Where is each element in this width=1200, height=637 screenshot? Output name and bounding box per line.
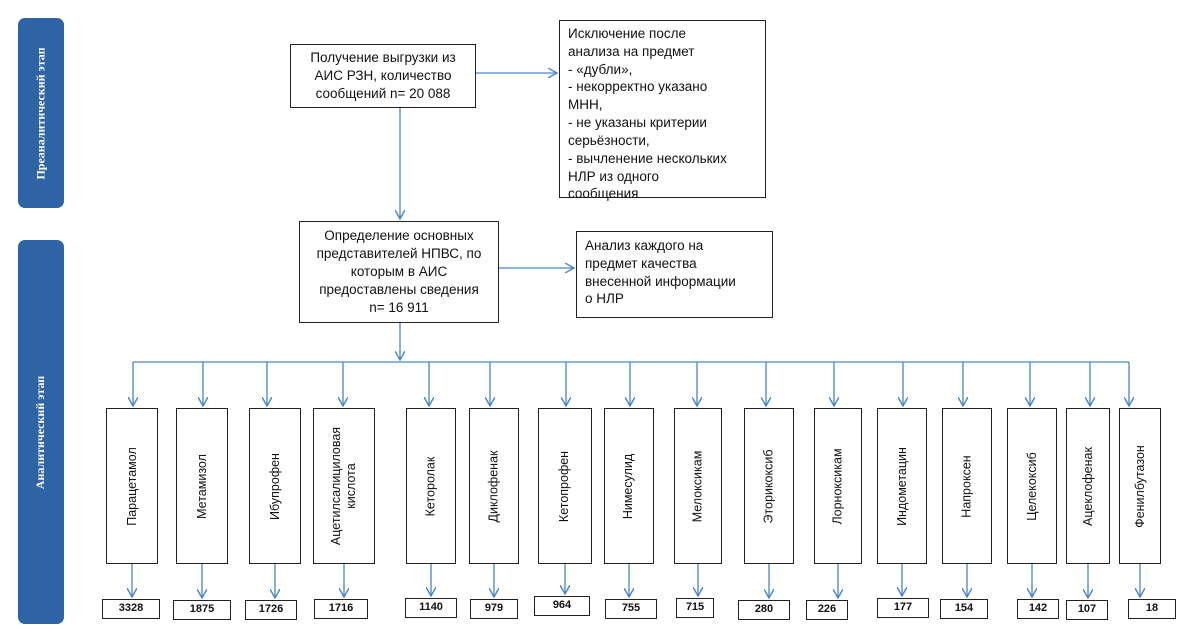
box-analysis: Анализ каждого на предмет качества внесе… xyxy=(576,231,773,318)
drug-box: Индометацин xyxy=(877,408,927,564)
drug-box: Кетопрофен xyxy=(538,408,592,564)
drug-name: Кетопрофен xyxy=(557,450,572,522)
drug-name: Мелоксикам xyxy=(690,450,705,522)
drug-name: Метамизол xyxy=(194,453,209,519)
drug-name: Фенилбутазон xyxy=(1132,444,1147,528)
drug-count: 142 xyxy=(1017,599,1059,619)
drug-box: Эторикоксиб xyxy=(744,408,794,564)
drug-count: 1875 xyxy=(173,600,231,620)
drug-box: Ацеклофенак xyxy=(1066,408,1110,564)
stage-analytic: Аналитический этап xyxy=(18,240,64,624)
drug-count: 1726 xyxy=(245,600,297,620)
box-export: Получение выгрузки из АИС РЗН, количеств… xyxy=(290,44,476,108)
drug-box: Напроксен xyxy=(942,408,992,564)
drug-name: Диклофенак xyxy=(486,449,501,523)
drug-count: 226 xyxy=(806,600,848,620)
stage-analytic-label: Аналитический этап xyxy=(33,375,48,489)
drug-count: 1716 xyxy=(314,599,368,619)
drug-box: Диклофенак xyxy=(469,408,519,564)
drug-count: 177 xyxy=(877,598,929,618)
drug-count: 755 xyxy=(605,599,657,619)
drug-count: 1140 xyxy=(405,598,457,618)
stage-preanalytic: Преаналитический этап xyxy=(18,18,64,208)
drug-box: Нимесулид xyxy=(604,408,654,564)
drug-name: Нимесулид xyxy=(621,453,636,519)
drug-box: Фенилбутазон xyxy=(1119,408,1161,564)
drug-box: Метамизол xyxy=(176,408,228,564)
drug-box: Парацетамол xyxy=(106,408,158,564)
drug-count: 979 xyxy=(470,599,518,619)
drug-box: Лорноксикам xyxy=(814,408,862,564)
box-nsaids: Определение основных представителей НПВС… xyxy=(299,221,499,323)
stage-preanalytic-label: Преаналитический этап xyxy=(33,46,48,180)
drug-name: Ацеклофенак xyxy=(1080,446,1095,526)
drug-name: Напроксен xyxy=(959,454,974,518)
drug-count: 154 xyxy=(940,599,988,619)
drug-box: Кеторолак xyxy=(406,408,456,564)
drug-name: Лорноксикам xyxy=(830,447,845,525)
drug-name: Целекоксиб xyxy=(1024,451,1039,521)
drug-box: Ацетилсалициловая кислота xyxy=(313,408,375,564)
drug-box: Ибупрофен xyxy=(249,408,301,564)
drug-count: 280 xyxy=(738,600,790,620)
drug-name: Ибупрофен xyxy=(267,452,282,520)
drug-name: Ацетилсалициловая кислота xyxy=(329,426,358,546)
drug-count: 964 xyxy=(534,596,590,616)
drug-count: 715 xyxy=(676,598,714,618)
drug-name: Индометацин xyxy=(894,446,909,526)
drug-count: 107 xyxy=(1066,600,1108,620)
drug-count: 18 xyxy=(1128,599,1176,619)
box-exclusion: Исключение после анализа на предмет - «д… xyxy=(559,20,766,201)
drug-box: Целекоксиб xyxy=(1007,408,1057,564)
drug-name: Эторикоксиб xyxy=(761,448,776,524)
drug-box: Мелоксикам xyxy=(674,408,722,564)
drug-name: Кеторолак xyxy=(423,456,438,516)
drug-name: Парацетамол xyxy=(124,446,139,526)
drug-count: 3328 xyxy=(102,599,160,619)
